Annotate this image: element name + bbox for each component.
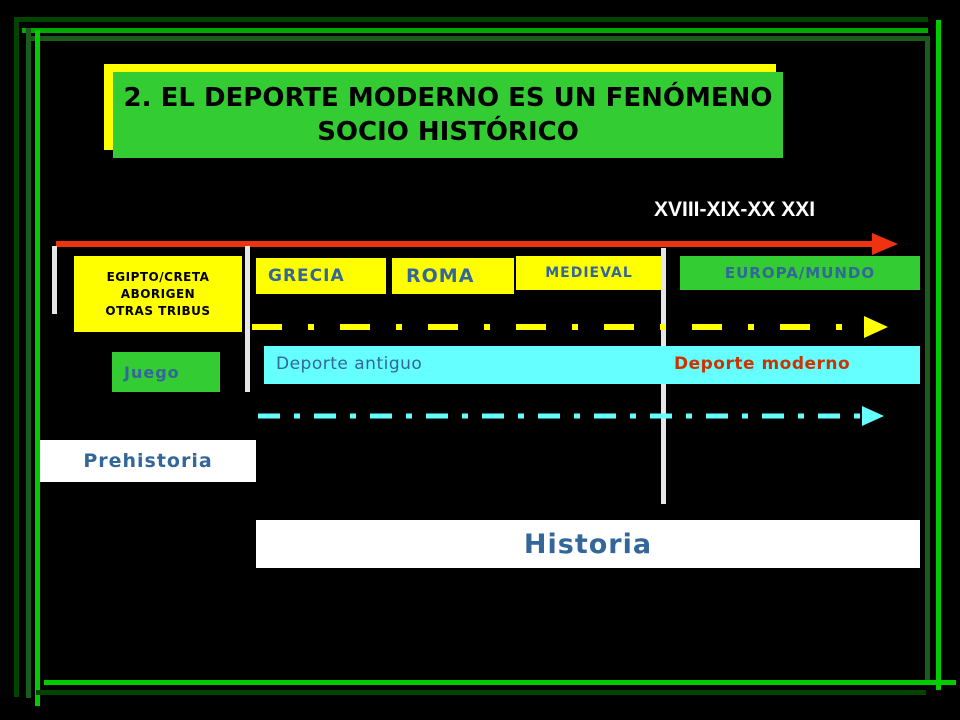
- deporte-antiguo-label: Deporte antiguo: [276, 354, 423, 374]
- historia-label: Historia: [256, 520, 920, 568]
- title-line-1: 2. El deporte moderno es un fenómeno: [123, 83, 773, 113]
- period-roma: ROMA: [392, 258, 514, 294]
- page-title: 2. El deporte moderno es un fenómeno soc…: [113, 72, 783, 158]
- centuries-label: XVIII-XIX-XX XXI: [654, 198, 816, 221]
- period-grecia: GRECIA: [256, 258, 386, 294]
- juego-label: Juego: [112, 352, 220, 392]
- period-egipto-creta: EGIPTO/CRETA ABORIGEN OTRAS TRIBUS: [74, 256, 242, 332]
- separator-history-start: [245, 246, 250, 392]
- yellow-dashed-arrow: [252, 316, 888, 338]
- deporte-moderno-label: Deporte moderno: [674, 354, 851, 374]
- period-europa-mundo: EUROPA/MUNDO: [680, 256, 920, 290]
- egipto-line-1: EGIPTO/CRETA: [106, 269, 210, 284]
- separator-prehistory: [52, 246, 57, 314]
- deporte-bar: [264, 346, 920, 384]
- title-line-2: socio histórico: [317, 117, 579, 147]
- cyan-dashed-arrow: [258, 406, 884, 426]
- period-medieval: MEDIEVAL: [516, 256, 662, 290]
- red-timeline-arrow: [56, 233, 898, 255]
- egipto-line-3: OTRAS TRIBUS: [105, 303, 211, 318]
- prehistoria-label: Prehistoria: [40, 440, 256, 482]
- egipto-line-2: ABORIGEN: [120, 286, 196, 301]
